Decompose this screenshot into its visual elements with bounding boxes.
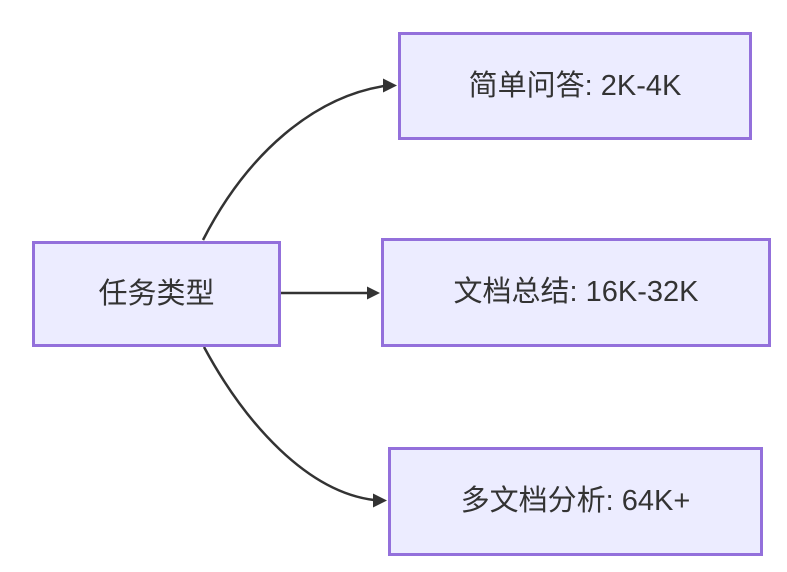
node-doc-summary-label: 文档总结: 16K-32K: [453, 276, 699, 309]
arrowhead-icon: [367, 286, 380, 300]
arrowhead-icon: [373, 493, 387, 508]
node-multi-doc-analysis-label: 多文档分析: 64K+: [460, 485, 691, 518]
node-task-type: 任务类型: [32, 241, 281, 347]
edge-root-to-branch-0: [201, 84, 385, 241]
node-task-type-label: 任务类型: [98, 277, 215, 310]
arrowhead-icon: [383, 78, 397, 93]
node-doc-summary: 文档总结: 16K-32K: [381, 238, 771, 347]
node-multi-doc-analysis: 多文档分析: 64K+: [388, 447, 763, 556]
node-simple-qa: 简单问答: 2K-4K: [398, 32, 752, 140]
edge-root-to-branch-2: [202, 346, 375, 502]
node-simple-qa-label: 简单问答: 2K-4K: [468, 69, 682, 102]
